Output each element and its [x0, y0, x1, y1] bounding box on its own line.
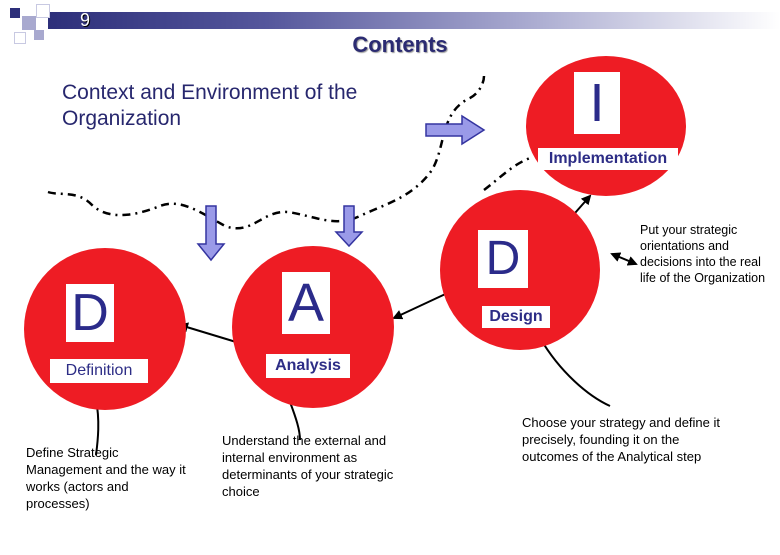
- context-label: Context and Environment of the Organizat…: [62, 81, 358, 130]
- design-letter: D: [478, 230, 528, 288]
- block-arrow-down: [196, 205, 226, 262]
- header-square-icon: [22, 16, 36, 30]
- page-title: Contents: [352, 32, 448, 57]
- environment-boundary-line: [47, 75, 486, 230]
- analysis-letter: A: [282, 272, 330, 334]
- analysis-description: Understand the external and internal env…: [222, 433, 394, 499]
- analysis-circle: A Analysis: [232, 246, 394, 408]
- header-square-icon: [14, 32, 26, 44]
- definition-description: Define Strategic Management and the way …: [26, 445, 186, 511]
- header-square-icon: [36, 4, 50, 18]
- implementation-letter: I: [574, 72, 620, 134]
- implementation-circle: I Implementation: [526, 56, 686, 196]
- block-arrow-down: [334, 205, 364, 248]
- implementation-label: Implementation: [538, 148, 678, 170]
- environment-boundary-line: [483, 156, 531, 191]
- design-description: Choose your strategy and define it preci…: [522, 415, 721, 464]
- definition-circle: D Definition: [24, 248, 186, 410]
- design-label: Design: [482, 306, 550, 328]
- block-arrow-right: [425, 114, 486, 146]
- definition-label: Definition: [50, 359, 148, 383]
- header-square-icon: [10, 8, 20, 18]
- pointer-analysis: [289, 401, 301, 441]
- analysis-label: Analysis: [266, 354, 350, 378]
- definition-letter: D: [66, 284, 114, 342]
- pointer-design: [539, 337, 611, 407]
- header-bar: [48, 12, 780, 29]
- implementation-description: Put your strategic orientations and deci…: [640, 223, 766, 285]
- slide-number: 9: [79, 10, 90, 30]
- connector-implementation-note: [610, 252, 638, 266]
- header-square-icon: [34, 30, 44, 40]
- design-circle: D Design: [440, 190, 600, 350]
